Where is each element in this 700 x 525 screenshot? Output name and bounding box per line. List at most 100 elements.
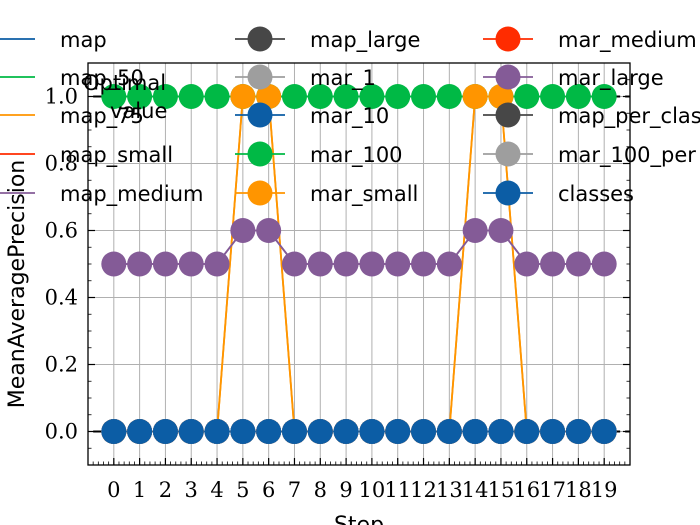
point-mar_100 bbox=[333, 84, 359, 109]
point-mar_large bbox=[256, 218, 282, 243]
point-mar_large bbox=[178, 251, 204, 277]
point-mar_large bbox=[359, 251, 385, 277]
point-mar_100 bbox=[411, 84, 437, 109]
point-mar_large bbox=[411, 251, 437, 277]
legend-swatch-marker bbox=[495, 64, 521, 90]
point-classes bbox=[591, 419, 617, 444]
y-tick-label: 0.0 bbox=[45, 420, 78, 444]
legend-swatch-marker bbox=[495, 180, 521, 206]
x-axis-title: Step bbox=[334, 513, 384, 525]
point-classes bbox=[178, 419, 204, 444]
point-mar_100 bbox=[204, 84, 230, 109]
point-mar_100 bbox=[101, 84, 127, 109]
point-classes bbox=[436, 419, 462, 444]
point-classes bbox=[565, 419, 591, 444]
point-mar_large bbox=[540, 251, 566, 277]
x-tick-label: 3 bbox=[185, 478, 198, 502]
point-classes bbox=[281, 419, 307, 444]
point-mar_large bbox=[488, 218, 514, 243]
legend-label: map_75 bbox=[60, 104, 144, 129]
point-mar_100 bbox=[385, 84, 411, 109]
point-mar_100 bbox=[359, 84, 385, 109]
series-markers bbox=[101, 84, 617, 444]
y-tick-label: 0.8 bbox=[45, 152, 78, 176]
axis-ticks bbox=[87, 79, 631, 465]
point-classes bbox=[514, 419, 540, 444]
x-tick-label: 0 bbox=[107, 478, 120, 502]
x-tick-label: 6 bbox=[262, 478, 275, 502]
legend-label: mar_large bbox=[558, 66, 664, 91]
point-mar_large bbox=[307, 251, 333, 277]
point-classes bbox=[540, 419, 566, 444]
point-mar_100 bbox=[307, 84, 333, 109]
point-mar_large bbox=[281, 251, 307, 277]
point-classes bbox=[411, 419, 437, 444]
point-mar_100 bbox=[514, 84, 540, 109]
legend-label: map_small bbox=[60, 143, 173, 168]
point-mar_large bbox=[385, 251, 411, 277]
legend-label: map_50 bbox=[60, 66, 144, 91]
y-axis-title: MeanAveragePrecision bbox=[5, 160, 30, 408]
x-tick-label: 4 bbox=[210, 478, 223, 502]
point-mar_100 bbox=[152, 84, 178, 109]
legend-reference-label: Optimal bbox=[83, 71, 166, 95]
point-mar_small bbox=[230, 84, 256, 109]
x-tick-label: 18 bbox=[565, 478, 592, 502]
x-tick-label: 15 bbox=[488, 478, 515, 502]
x-tick-label: 5 bbox=[236, 478, 249, 502]
legend-label: mar_small bbox=[310, 182, 418, 207]
x-tick-label: 17 bbox=[539, 478, 566, 502]
legend-swatch-marker bbox=[247, 64, 273, 90]
legend-reference-label: value bbox=[110, 99, 167, 123]
point-mar_large bbox=[204, 251, 230, 277]
legend-label: map_per_clas bbox=[558, 104, 700, 129]
legend-swatch-marker bbox=[247, 141, 273, 167]
point-mar_100 bbox=[565, 84, 591, 109]
point-mar_100 bbox=[127, 84, 153, 109]
legend-swatch-marker bbox=[495, 26, 521, 52]
legend: mapmap_50map_75map_smallmap_mediummap_la… bbox=[0, 26, 700, 207]
point-mar_large bbox=[333, 251, 359, 277]
legend-label: mar_100_per bbox=[558, 143, 696, 168]
y-tick-label: 0.4 bbox=[45, 286, 78, 310]
point-classes bbox=[488, 419, 514, 444]
point-classes bbox=[307, 419, 333, 444]
x-tick-label: 12 bbox=[410, 478, 437, 502]
point-classes bbox=[359, 419, 385, 444]
point-mar_100 bbox=[436, 84, 462, 109]
x-tick-label: 13 bbox=[436, 478, 463, 502]
x-tick-label: 2 bbox=[159, 478, 172, 502]
point-mar_100 bbox=[591, 84, 617, 109]
point-classes bbox=[127, 419, 153, 444]
legend-label: classes bbox=[558, 182, 634, 206]
legend-label: mar_medium bbox=[558, 28, 697, 53]
point-classes bbox=[152, 419, 178, 444]
point-mar_100 bbox=[540, 84, 566, 109]
y-tick-label: 0.2 bbox=[45, 353, 78, 377]
point-classes bbox=[204, 419, 230, 444]
y-tick-label: 0.6 bbox=[45, 219, 78, 243]
x-tick-label: 16 bbox=[513, 478, 540, 502]
point-classes bbox=[256, 419, 282, 444]
legend-label: map bbox=[60, 28, 107, 52]
point-mar_large bbox=[591, 251, 617, 277]
point-mar_large bbox=[152, 251, 178, 277]
legend-swatch-marker bbox=[495, 141, 521, 167]
legend-label: mar_10 bbox=[310, 104, 389, 129]
point-mar_large bbox=[230, 218, 256, 243]
x-tick-label: 19 bbox=[591, 478, 618, 502]
legend-swatch-marker bbox=[247, 102, 273, 128]
point-mar_large bbox=[127, 251, 153, 277]
x-tick-label: 11 bbox=[384, 478, 411, 502]
x-tick-label: 1 bbox=[133, 478, 146, 502]
point-mar_large bbox=[436, 251, 462, 277]
point-mar_large bbox=[514, 251, 540, 277]
point-classes bbox=[230, 419, 256, 444]
legend-label: mar_1 bbox=[310, 66, 376, 91]
x-tick-label: 10 bbox=[359, 478, 386, 502]
point-classes bbox=[101, 419, 127, 444]
legend-label: map_medium bbox=[60, 182, 203, 207]
point-mar_small bbox=[462, 84, 488, 109]
